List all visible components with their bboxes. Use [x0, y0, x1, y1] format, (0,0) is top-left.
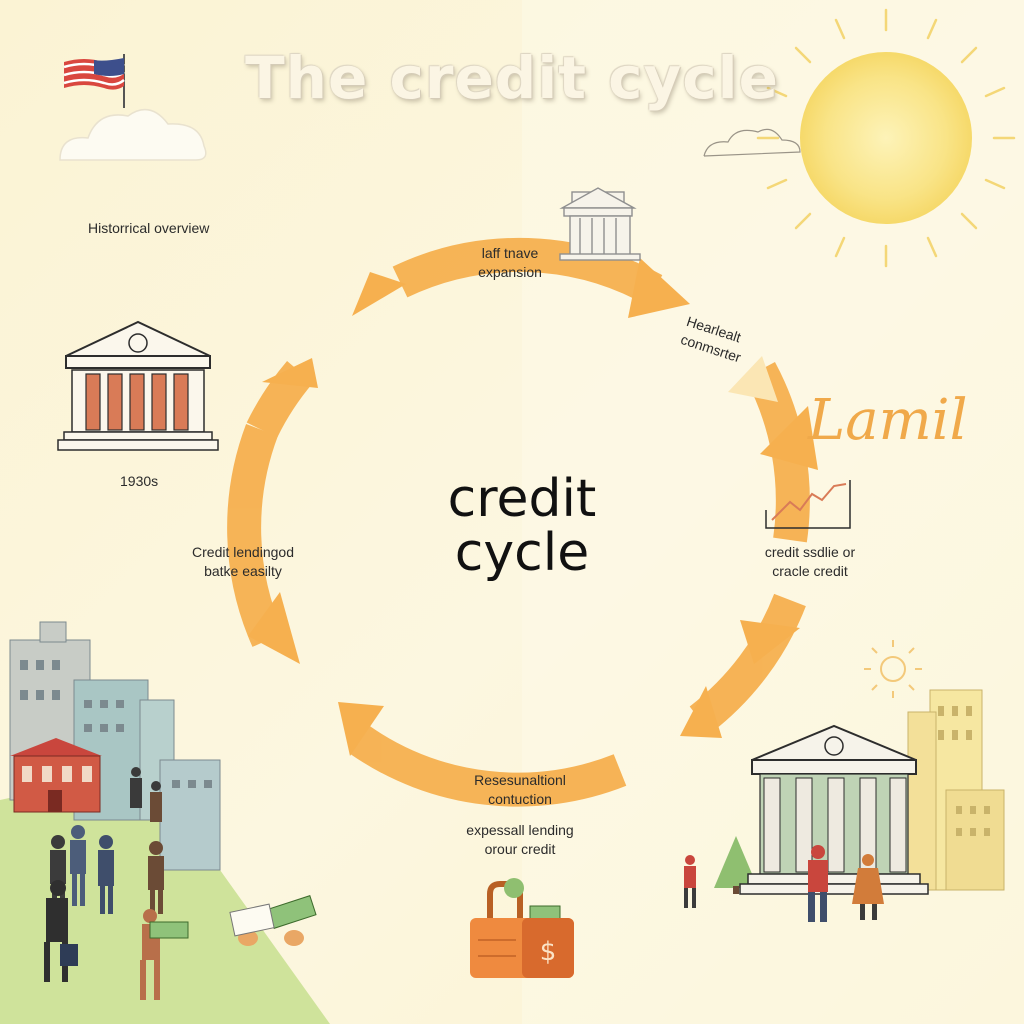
pale-arrowhead	[728, 356, 778, 402]
arrowhead-upper-left	[262, 358, 318, 388]
below-label-line-1: expessall lending	[466, 822, 574, 838]
arrowhead-top-left	[352, 272, 406, 316]
arrowhead-bottom	[338, 702, 384, 756]
left-label: Credit lendingod batke easilty	[168, 543, 318, 581]
historical-overview-label: Historrical overview	[88, 220, 210, 236]
bottom-label-line-2: contuction	[488, 791, 552, 807]
cycle-hub-title: credit cycle	[372, 472, 672, 580]
left-label-line-2: batke easilty	[204, 563, 282, 579]
money-bag-icon: $	[470, 878, 574, 978]
tree-icon	[714, 836, 758, 894]
left-label-line-1: Credit lendingod	[192, 544, 294, 560]
cycle-arrowheads	[248, 258, 818, 756]
bottom-label: Resesunaltionl contuction	[440, 771, 600, 809]
below-label: expessall lending orour credit	[440, 821, 600, 859]
svg-text:$: $	[540, 937, 557, 967]
arrowhead-right	[740, 620, 800, 664]
us-flag-icon	[63, 54, 125, 108]
right-label: credit ssdlie or cracle credit	[740, 543, 880, 581]
bank-building-icon	[57, 320, 219, 451]
expansion-label: laff tnave expansion	[440, 244, 580, 282]
decade-label: 1930s	[120, 473, 159, 489]
right-label-line-2: cracle credit	[772, 563, 848, 579]
below-label-line-2: orour credit	[484, 841, 556, 857]
sun-icon	[756, 8, 1016, 268]
script-word: Lamil	[808, 388, 968, 453]
red-bank-building	[10, 738, 102, 813]
cloud-icon	[703, 128, 801, 157]
small-sun-icon	[864, 640, 922, 698]
expansion-label-line-1: laff tnave	[481, 245, 539, 261]
cloud-icon	[59, 108, 207, 161]
expansion-label-line-2: expansion	[478, 264, 542, 280]
arrowhead-lower-right	[680, 686, 722, 738]
hub-line-2: cycle	[454, 523, 590, 583]
hub-line-1: credit	[447, 469, 597, 529]
arrowhead-top	[628, 258, 690, 318]
small-bank-icon	[559, 187, 641, 261]
growth-chart-icon	[765, 480, 851, 529]
bottom-label-line-1: Resesunaltionl	[474, 772, 566, 788]
classic-bank-building	[739, 724, 929, 895]
page-title: The credit cycle	[245, 44, 779, 112]
arrowhead-upper-right	[760, 406, 818, 470]
people-group-left	[44, 767, 317, 1000]
right-label-line-1: credit ssdlie or	[764, 544, 856, 560]
arrowhead-left	[248, 592, 300, 664]
city-buildings-right	[907, 689, 1005, 891]
people-group-right	[684, 845, 884, 922]
